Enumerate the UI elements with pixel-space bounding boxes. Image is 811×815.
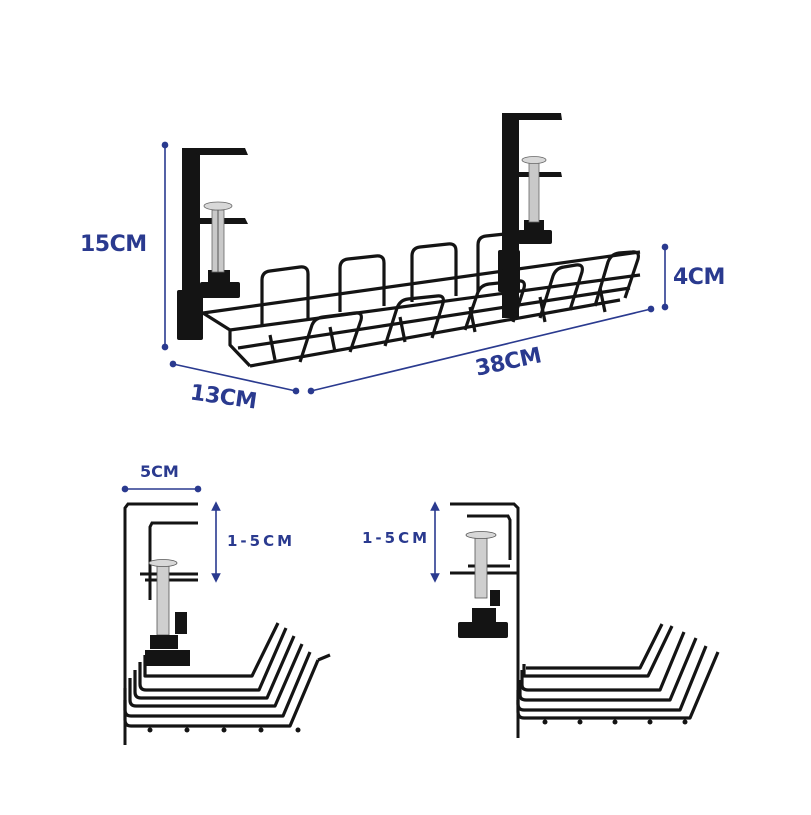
- dimension-lines: [161, 141, 669, 395]
- clamp-width-label: 5CM: [140, 462, 179, 481]
- side-view-left: [121, 485, 331, 745]
- clamp-range-label-right: 1-5CM: [362, 529, 431, 547]
- depth-dimension-line: [169, 360, 300, 395]
- side-view-right: [430, 501, 720, 738]
- clamp-range-label-left: 1-5CM: [227, 532, 296, 550]
- side-tray-right: [516, 623, 720, 720]
- side-tray-left: [123, 622, 331, 728]
- length-dimension-line: [307, 305, 655, 395]
- side-screw-left: [145, 559, 190, 666]
- tray-feet-right: [542, 719, 688, 725]
- tray-feet-left: [147, 727, 301, 733]
- main-tray-view: [161, 113, 669, 395]
- height-label: 15CM: [80, 232, 147, 257]
- wire-tray: [202, 232, 641, 368]
- tray-height-label: 4CM: [673, 265, 725, 290]
- left-clamp: [177, 148, 248, 340]
- side-screw-right: [458, 531, 508, 638]
